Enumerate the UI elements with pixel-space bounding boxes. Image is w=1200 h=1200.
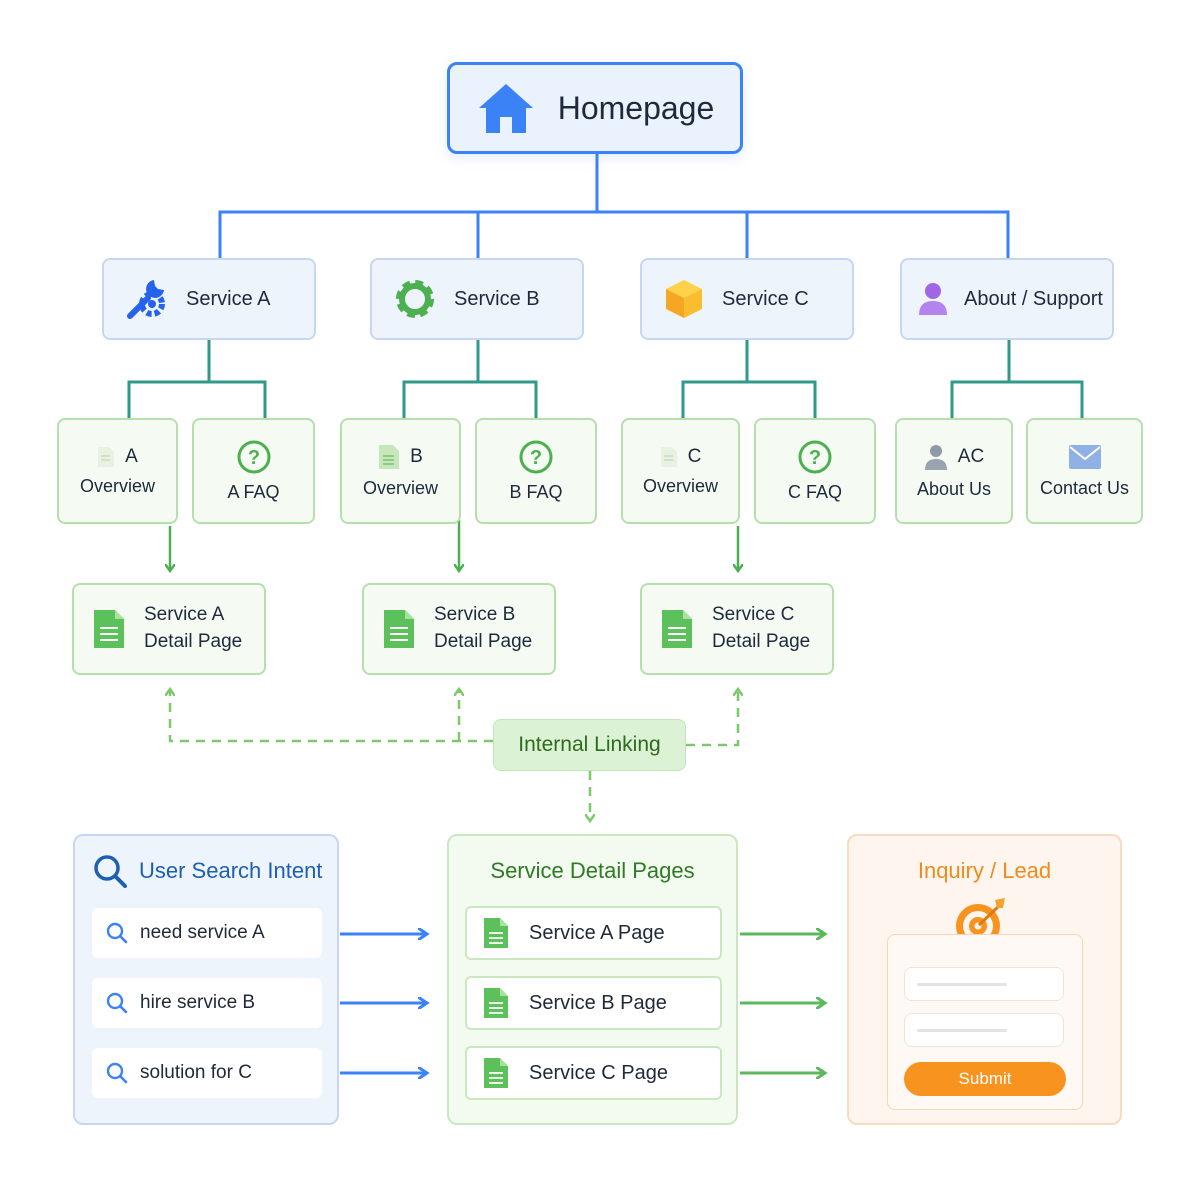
c-faq-node[interactable]: ? C FAQ: [754, 418, 876, 524]
search-icon: [106, 922, 128, 944]
about-us-line2: About Us: [916, 478, 992, 499]
lead-form: Submit: [887, 934, 1083, 1110]
b-overview-node[interactable]: B Overview: [340, 418, 461, 524]
c-overview-line2: Overview: [642, 475, 718, 496]
svg-text:?: ?: [247, 447, 259, 469]
service-c-detail-line1: Service C: [712, 604, 795, 626]
wrench-gear-icon: [124, 276, 170, 322]
document-icon: [382, 608, 416, 650]
document-icon: [483, 917, 509, 949]
document-icon: [483, 1057, 509, 1089]
svg-text:?: ?: [809, 447, 821, 469]
a-overview-node[interactable]: A Overview: [57, 418, 178, 524]
about-us-line1: AC: [957, 445, 985, 467]
service-c-node[interactable]: Service C: [640, 258, 854, 340]
document-icon: [97, 446, 115, 468]
service-page-label: Service B Page: [529, 991, 667, 1014]
question-icon: ?: [237, 440, 271, 474]
question-icon: ?: [519, 440, 553, 474]
inquiry-lead-title: Inquiry / Lead: [917, 858, 1052, 883]
b-faq-label: B FAQ: [509, 481, 563, 502]
document-icon: [660, 446, 678, 468]
service-page-link[interactable]: Service B Page: [465, 976, 722, 1030]
search-icon: [106, 992, 128, 1014]
search-icon: [106, 1062, 128, 1084]
service-b-node[interactable]: Service B: [370, 258, 584, 340]
mail-icon: [1068, 444, 1102, 470]
lead-arrows: [740, 934, 824, 1073]
user-icon: [916, 281, 950, 317]
a-overview-line2: Overview: [79, 475, 155, 496]
query-chip[interactable]: need service A: [92, 908, 322, 958]
user-search-intent-panel: User Search Intent need service A hire s…: [73, 834, 339, 1125]
service-a-detail-line1: Service A: [144, 604, 225, 626]
document-icon: [378, 444, 400, 470]
homepage-tree-lines: [218, 154, 1010, 258]
submit-button[interactable]: Submit: [904, 1062, 1066, 1096]
gear-icon: [392, 276, 438, 322]
b-overview-line1: B: [410, 445, 423, 467]
document-icon: [483, 987, 509, 1019]
homepage-node[interactable]: Homepage: [447, 62, 743, 154]
overview-arrows: [170, 520, 738, 570]
service-page-label: Service A Page: [529, 921, 665, 944]
service-c-label: Service C: [722, 287, 809, 310]
service-a-detail-line2: Detail Page: [144, 631, 243, 652]
service-page-label: Service C Page: [529, 1061, 668, 1084]
service-a-label: Service A: [186, 287, 271, 310]
service-b-detail-line2: Detail Page: [434, 631, 533, 652]
service-b-detail-line1: Service B: [434, 604, 516, 626]
home-icon: [476, 81, 536, 135]
query-text: hire service B: [140, 992, 256, 1013]
service-detail-pages-title: Service Detail Pages: [490, 858, 695, 883]
about-support-node[interactable]: About / Support: [900, 258, 1114, 340]
a-overview-line1: A: [125, 445, 138, 467]
query-chip[interactable]: solution for C: [92, 1048, 322, 1098]
service-tree-lines: [127, 340, 1084, 418]
user-search-intent-title: User Search Intent: [139, 858, 323, 883]
search-icon: [93, 854, 127, 888]
user-icon: [924, 443, 948, 471]
c-overview-node[interactable]: C Overview: [621, 418, 740, 524]
query-chip[interactable]: hire service B: [92, 978, 322, 1028]
query-text: solution for C: [140, 1062, 252, 1083]
question-icon: ?: [798, 440, 832, 474]
inquiry-lead-panel: Inquiry / Lead Submit: [847, 834, 1122, 1125]
svg-text:?: ?: [530, 447, 542, 469]
document-icon: [660, 608, 694, 650]
service-page-link[interactable]: Service C Page: [465, 1046, 722, 1100]
a-faq-label: A FAQ: [227, 481, 280, 502]
contact-us-label: Contact Us: [1039, 477, 1130, 498]
service-a-detail-node[interactable]: Service A Detail Page: [72, 583, 266, 675]
internal-linking-badge: Internal Linking: [493, 719, 686, 771]
service-page-link[interactable]: Service A Page: [465, 906, 722, 960]
service-a-node[interactable]: Service A: [102, 258, 316, 340]
service-detail-pages-panel: Service Detail Pages Service A Page Serv…: [447, 834, 738, 1125]
contact-us-node[interactable]: Contact Us: [1026, 418, 1143, 524]
cube-icon: [662, 277, 706, 321]
service-b-label: Service B: [454, 287, 540, 310]
intent-arrows: [340, 934, 426, 1073]
service-c-detail-node[interactable]: Service C Detail Page: [640, 583, 834, 675]
internal-linking-lines: [170, 690, 738, 820]
document-icon: [92, 608, 126, 650]
c-overview-line1: C: [687, 445, 702, 467]
b-faq-node[interactable]: ? B FAQ: [475, 418, 597, 524]
about-support-label: About / Support: [964, 287, 1103, 310]
form-field-name[interactable]: [904, 967, 1064, 1001]
b-overview-line2: Overview: [362, 477, 438, 498]
query-text: need service A: [140, 922, 265, 943]
a-faq-node[interactable]: ? A FAQ: [192, 418, 315, 524]
homepage-label: Homepage: [557, 89, 715, 126]
about-us-node[interactable]: AC About Us: [895, 418, 1013, 524]
service-c-detail-line2: Detail Page: [712, 631, 811, 652]
form-field-email[interactable]: [904, 1013, 1064, 1047]
c-faq-label: C FAQ: [787, 481, 842, 502]
service-b-detail-node[interactable]: Service B Detail Page: [362, 583, 556, 675]
